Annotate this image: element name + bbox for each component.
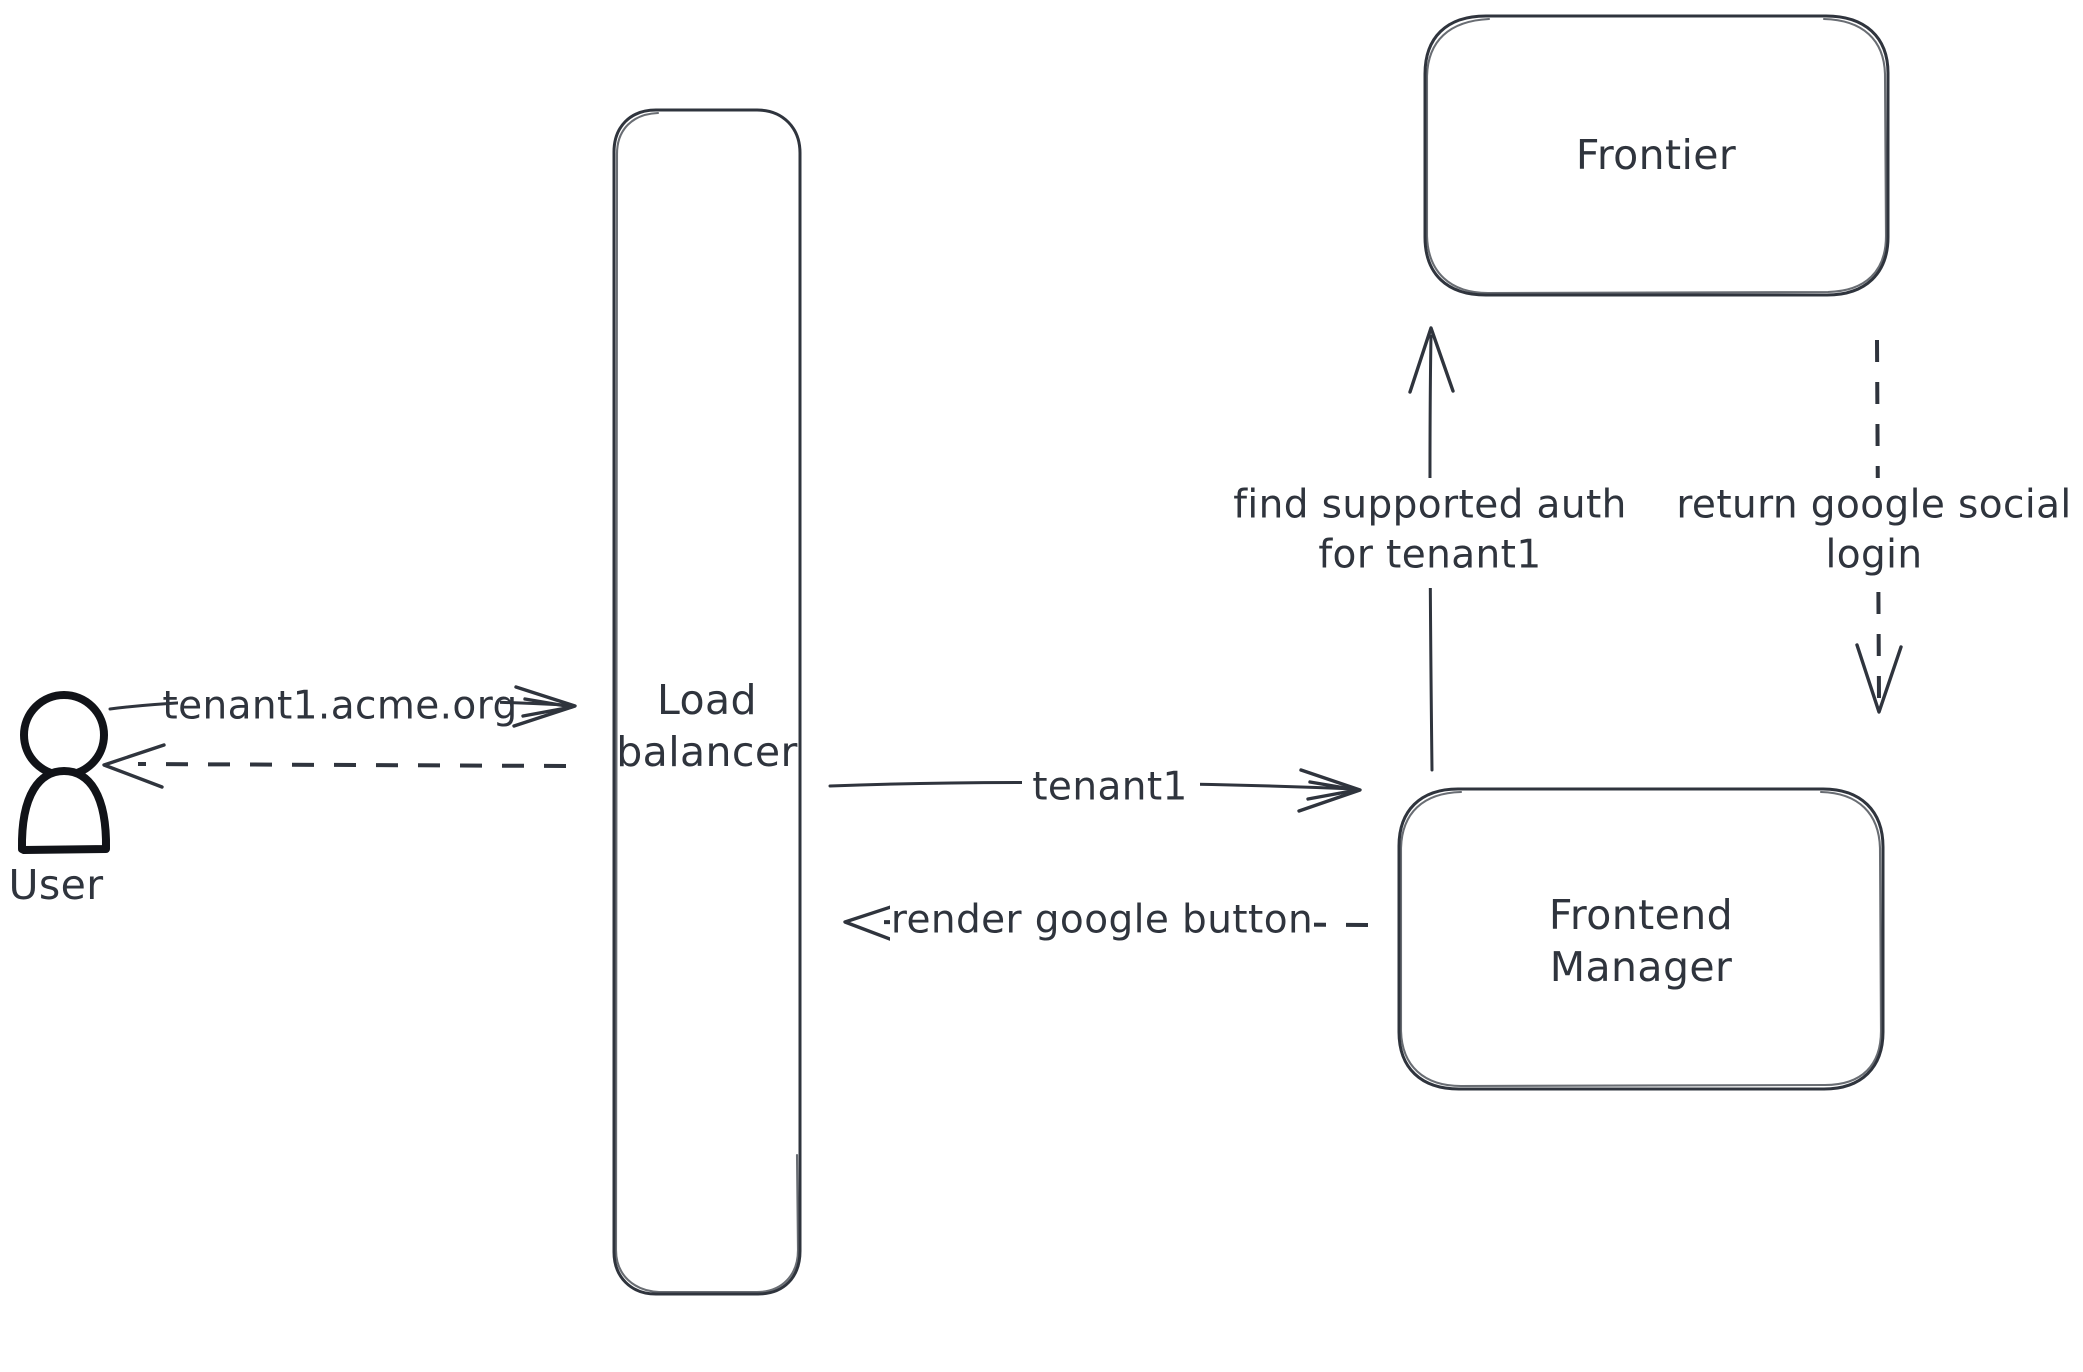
node-label-frontier: Frontier — [1576, 131, 1736, 179]
edge-label-find-supported-auth-line1: find supported auth — [1233, 483, 1627, 528]
node-label-frontend-manager-line2: Manager — [1550, 943, 1733, 991]
node-label-load-balancer-line2: balancer — [616, 728, 797, 776]
edge-label-tenant1-acme-org: tenant1.acme.org — [162, 684, 517, 729]
node-load-balancer[interactable]: Load balancer — [612, 108, 802, 1296]
edge-user-to-load-balancer[interactable]: tenant1.acme.org — [108, 682, 577, 734]
node-frontend-manager[interactable]: Frontend Manager — [1397, 787, 1885, 1091]
node-label-load-balancer-line1: Load — [657, 676, 757, 724]
edge-frontend-manager-to-frontier[interactable]: find supported auth for tenant1 — [1218, 326, 1627, 772]
user-actor-icon[interactable]: User — [8, 691, 114, 909]
edge-label-find-supported-auth-line2: for tenant1 — [1318, 533, 1541, 578]
edge-load-balancer-to-user[interactable] — [102, 743, 567, 789]
node-label-frontend-manager-line1: Frontend — [1549, 891, 1733, 939]
edge-frontend-manager-to-load-balancer[interactable]: render google button — [843, 898, 1369, 949]
actor-label-user: User — [8, 861, 103, 909]
node-frontier[interactable]: Frontier — [1423, 14, 1890, 297]
edge-label-return-google-social-line2: login — [1825, 533, 1922, 578]
edge-label-tenant1: tenant1 — [1032, 765, 1188, 810]
edge-label-render-google-button: render google button — [891, 898, 1313, 943]
edge-load-balancer-to-frontend-manager[interactable]: tenant1 — [828, 765, 1362, 816]
edge-frontier-to-frontend-manager[interactable]: return google social login — [1660, 339, 2082, 714]
edge-label-return-google-social-line1: return google social — [1676, 483, 2071, 528]
